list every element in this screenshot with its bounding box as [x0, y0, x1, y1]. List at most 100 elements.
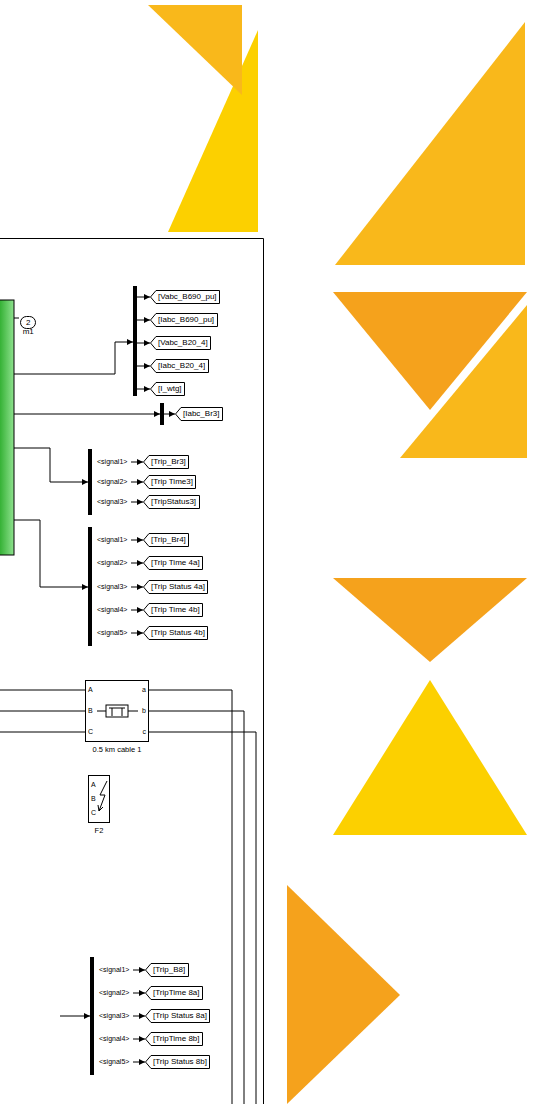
decor-triangles	[148, 5, 527, 1104]
signal-connector	[131, 563, 143, 564]
tag-name: [Iabc_Br3]	[175, 407, 223, 421]
tag-name: [Trip Status 8a]	[145, 1009, 210, 1023]
port-label: A	[88, 685, 93, 695]
goto-tag-shape	[144, 534, 189, 547]
block-name: F2	[95, 826, 104, 836]
bus-bar	[133, 286, 137, 396]
bus-selector: <signal1><signal2><signal3><signal4><sig…	[88, 527, 131, 646]
port-label: C	[91, 808, 96, 818]
tag-name: [Trip_Br4]	[143, 533, 189, 547]
signal-name: <signal3>	[99, 1009, 129, 1023]
decor-triangle	[400, 305, 527, 458]
signal-name: <signal2>	[99, 986, 129, 1000]
outport-block: 2m1	[20, 311, 36, 329]
signal-connector	[131, 540, 143, 541]
signal-wire	[14, 342, 133, 374]
tag-name: [Trip_Br3]	[143, 455, 189, 469]
goto-tag: [Trip Time 4a]	[143, 556, 203, 570]
signal-wire	[14, 414, 160, 415]
goto-tag-shape	[144, 476, 196, 489]
port-label: a	[142, 685, 146, 695]
signal-wire	[14, 318, 19, 319]
tag-name: [TripStatus3]	[143, 495, 200, 509]
goto-tag: [Trip_B8]	[145, 963, 189, 977]
goto-tag: [I_wtg]	[150, 382, 185, 396]
signal-name: <signal1>	[99, 963, 129, 977]
goto-tag-shape	[146, 1033, 203, 1046]
decor-triangle	[287, 885, 400, 1104]
signal-name: <signal5>	[97, 626, 127, 640]
goto-tag: [Trip Time 4b]	[143, 603, 203, 617]
tag-name: [Trip Time3]	[143, 475, 196, 489]
block-name: 0.5 km cable 1	[93, 745, 142, 755]
subsystem-block	[0, 300, 14, 555]
signal-name: <signal3>	[97, 495, 127, 509]
bus-selector: <signal1><signal2><signal3><signal4><sig…	[90, 957, 133, 1075]
tag-name: [TripTime 8b]	[145, 1032, 203, 1046]
signal-wire	[14, 448, 88, 482]
tag-name: [Iabc_B20_4]	[150, 359, 209, 373]
tag-name: [Trip Time 4b]	[143, 603, 203, 617]
decor-triangle	[148, 5, 242, 95]
signal-connector	[133, 1039, 145, 1040]
tag-name: [TripTime 8a]	[145, 986, 203, 1000]
signal-connector	[133, 1016, 145, 1017]
signal-connector	[131, 633, 143, 634]
signal-wire	[137, 297, 150, 298]
signal-wire	[137, 343, 150, 344]
goto-tag: [Trip Status 8a]	[145, 1009, 210, 1023]
phase-wire	[149, 732, 256, 1104]
goto-tag-shape	[151, 291, 220, 304]
goto-tag-shape	[144, 604, 203, 617]
signal-name: <signal3>	[97, 580, 127, 594]
signal-connector	[131, 610, 143, 611]
goto-tag: [Trip_Br4]	[143, 533, 189, 547]
tag-name: [Iabc_B690_pu]	[150, 313, 218, 327]
port-label: b	[142, 706, 146, 716]
goto-tag-shape	[144, 496, 200, 509]
bus-selector: <signal1><signal2><signal3>	[88, 449, 131, 515]
signal-connector	[131, 587, 143, 588]
signal-name: <signal1>	[97, 533, 127, 547]
panel-border	[0, 239, 264, 1104]
tag-name: [Trip Status 4b]	[143, 626, 208, 640]
goto-tag: [Trip_Br3]	[143, 455, 189, 469]
tag-name: [Vabc_B20_4]	[150, 336, 211, 350]
signal-connector	[133, 970, 145, 971]
goto-tag: [Trip Status 4a]	[143, 580, 208, 594]
goto-tag: [Iabc_Br3]	[175, 407, 223, 421]
tag-name: [Trip_B8]	[145, 963, 189, 977]
goto-tag: [Trip Status 4b]	[143, 626, 208, 640]
goto-tag-shape	[144, 557, 203, 570]
goto-tag: [Vabc_B20_4]	[150, 336, 211, 350]
goto-tag-shape	[146, 1010, 210, 1023]
port-label: B	[91, 794, 96, 804]
signal-name: <signal4>	[97, 603, 127, 617]
goto-tag-shape	[151, 314, 218, 327]
goto-tag-shape	[146, 1056, 210, 1069]
goto-tag-shape	[146, 964, 189, 977]
signal-connector	[131, 462, 143, 463]
decor-triangle	[333, 680, 527, 835]
decor-triangle	[333, 578, 527, 662]
port-label: c	[143, 727, 147, 737]
tag-name: [Vabc_B690_pu]	[150, 290, 220, 304]
signal-connector	[131, 502, 143, 503]
phase-wire	[0, 690, 85, 691]
signal-connector	[133, 1062, 145, 1063]
signal-wire	[60, 1016, 90, 1017]
goto-tag: [Vabc_B690_pu]	[150, 290, 220, 304]
cable-block: ABCabc0.5 km cable 1	[85, 680, 149, 742]
fault-symbol	[98, 781, 107, 811]
tag-name: [Trip Time 4a]	[143, 556, 203, 570]
phase-wire	[0, 711, 85, 712]
signal-connector	[131, 482, 143, 483]
goto-tag-shape	[151, 360, 209, 373]
bus-bar	[160, 403, 164, 425]
fault-block: ABCF2	[88, 775, 110, 823]
port-label: B	[88, 706, 93, 716]
signal-wires	[0, 297, 256, 1104]
signal-connector	[133, 993, 145, 994]
